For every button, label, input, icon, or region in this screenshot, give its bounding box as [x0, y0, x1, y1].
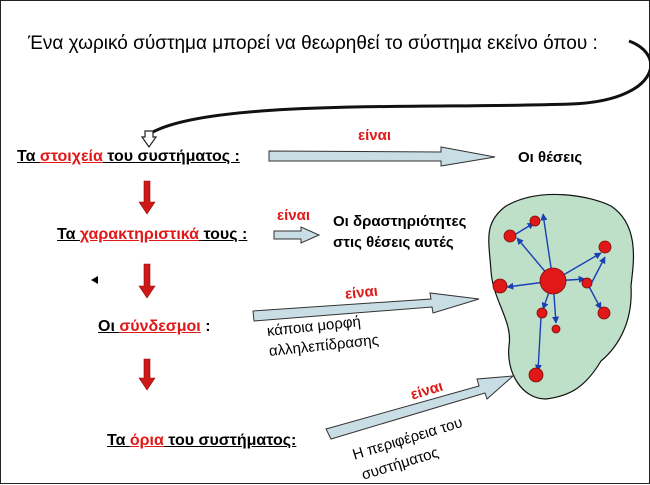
- node: [598, 240, 612, 254]
- node: [536, 307, 548, 319]
- system-region: [488, 193, 635, 400]
- node: [581, 277, 593, 289]
- row-1-result: Οι θέσεις: [518, 149, 583, 166]
- network-nodes: [492, 215, 612, 383]
- row-1-heading: Τα στοιχεία του συστήματος :: [17, 148, 240, 165]
- node: [551, 324, 561, 334]
- intro-sentence: Ένα χωρικό σύστημα μπορεί να θεωρηθεί το…: [28, 33, 598, 54]
- arrow-row-3: [252, 292, 480, 322]
- small-pointer: [91, 276, 98, 284]
- arrow-row-4: [325, 375, 515, 440]
- row-2-heading: Τα χαρακτηριστικά τους :: [57, 226, 248, 243]
- arrow-row-1: [268, 146, 496, 167]
- node: [503, 229, 517, 243]
- down-arrows: [138, 180, 156, 391]
- node: [492, 278, 508, 294]
- row-2-result-line-2: στις θέσεις αυτές: [333, 234, 454, 251]
- row-3-verb: είναι: [344, 282, 379, 303]
- hub-node: [539, 267, 567, 295]
- row-3-keyword: σύνδεσμοι: [119, 318, 201, 335]
- row-2-result-line-1: Οι δραστηριότητες: [333, 213, 467, 230]
- intro-connector-head: [140, 130, 158, 149]
- arrow-row-2: [273, 226, 321, 244]
- down-arrow-2: [138, 263, 156, 299]
- row-2-verb: είναι: [277, 207, 311, 224]
- row-4-heading: Τα όρια του συστήματος:: [107, 432, 297, 449]
- down-arrow-1: [138, 180, 156, 215]
- down-arrow-3: [138, 358, 156, 391]
- row-1-keyword: στοιχεία: [39, 148, 103, 165]
- node: [597, 306, 611, 320]
- row-2-keyword: χαρακτηριστικά: [79, 226, 200, 243]
- node: [528, 367, 544, 383]
- intro-connector: [150, 39, 650, 135]
- row-3-heading: Οι σύνδεσμοι :: [98, 318, 211, 335]
- row-1-verb: είναι: [358, 127, 392, 144]
- node: [529, 215, 541, 227]
- row-4-keyword: όρια: [129, 432, 164, 449]
